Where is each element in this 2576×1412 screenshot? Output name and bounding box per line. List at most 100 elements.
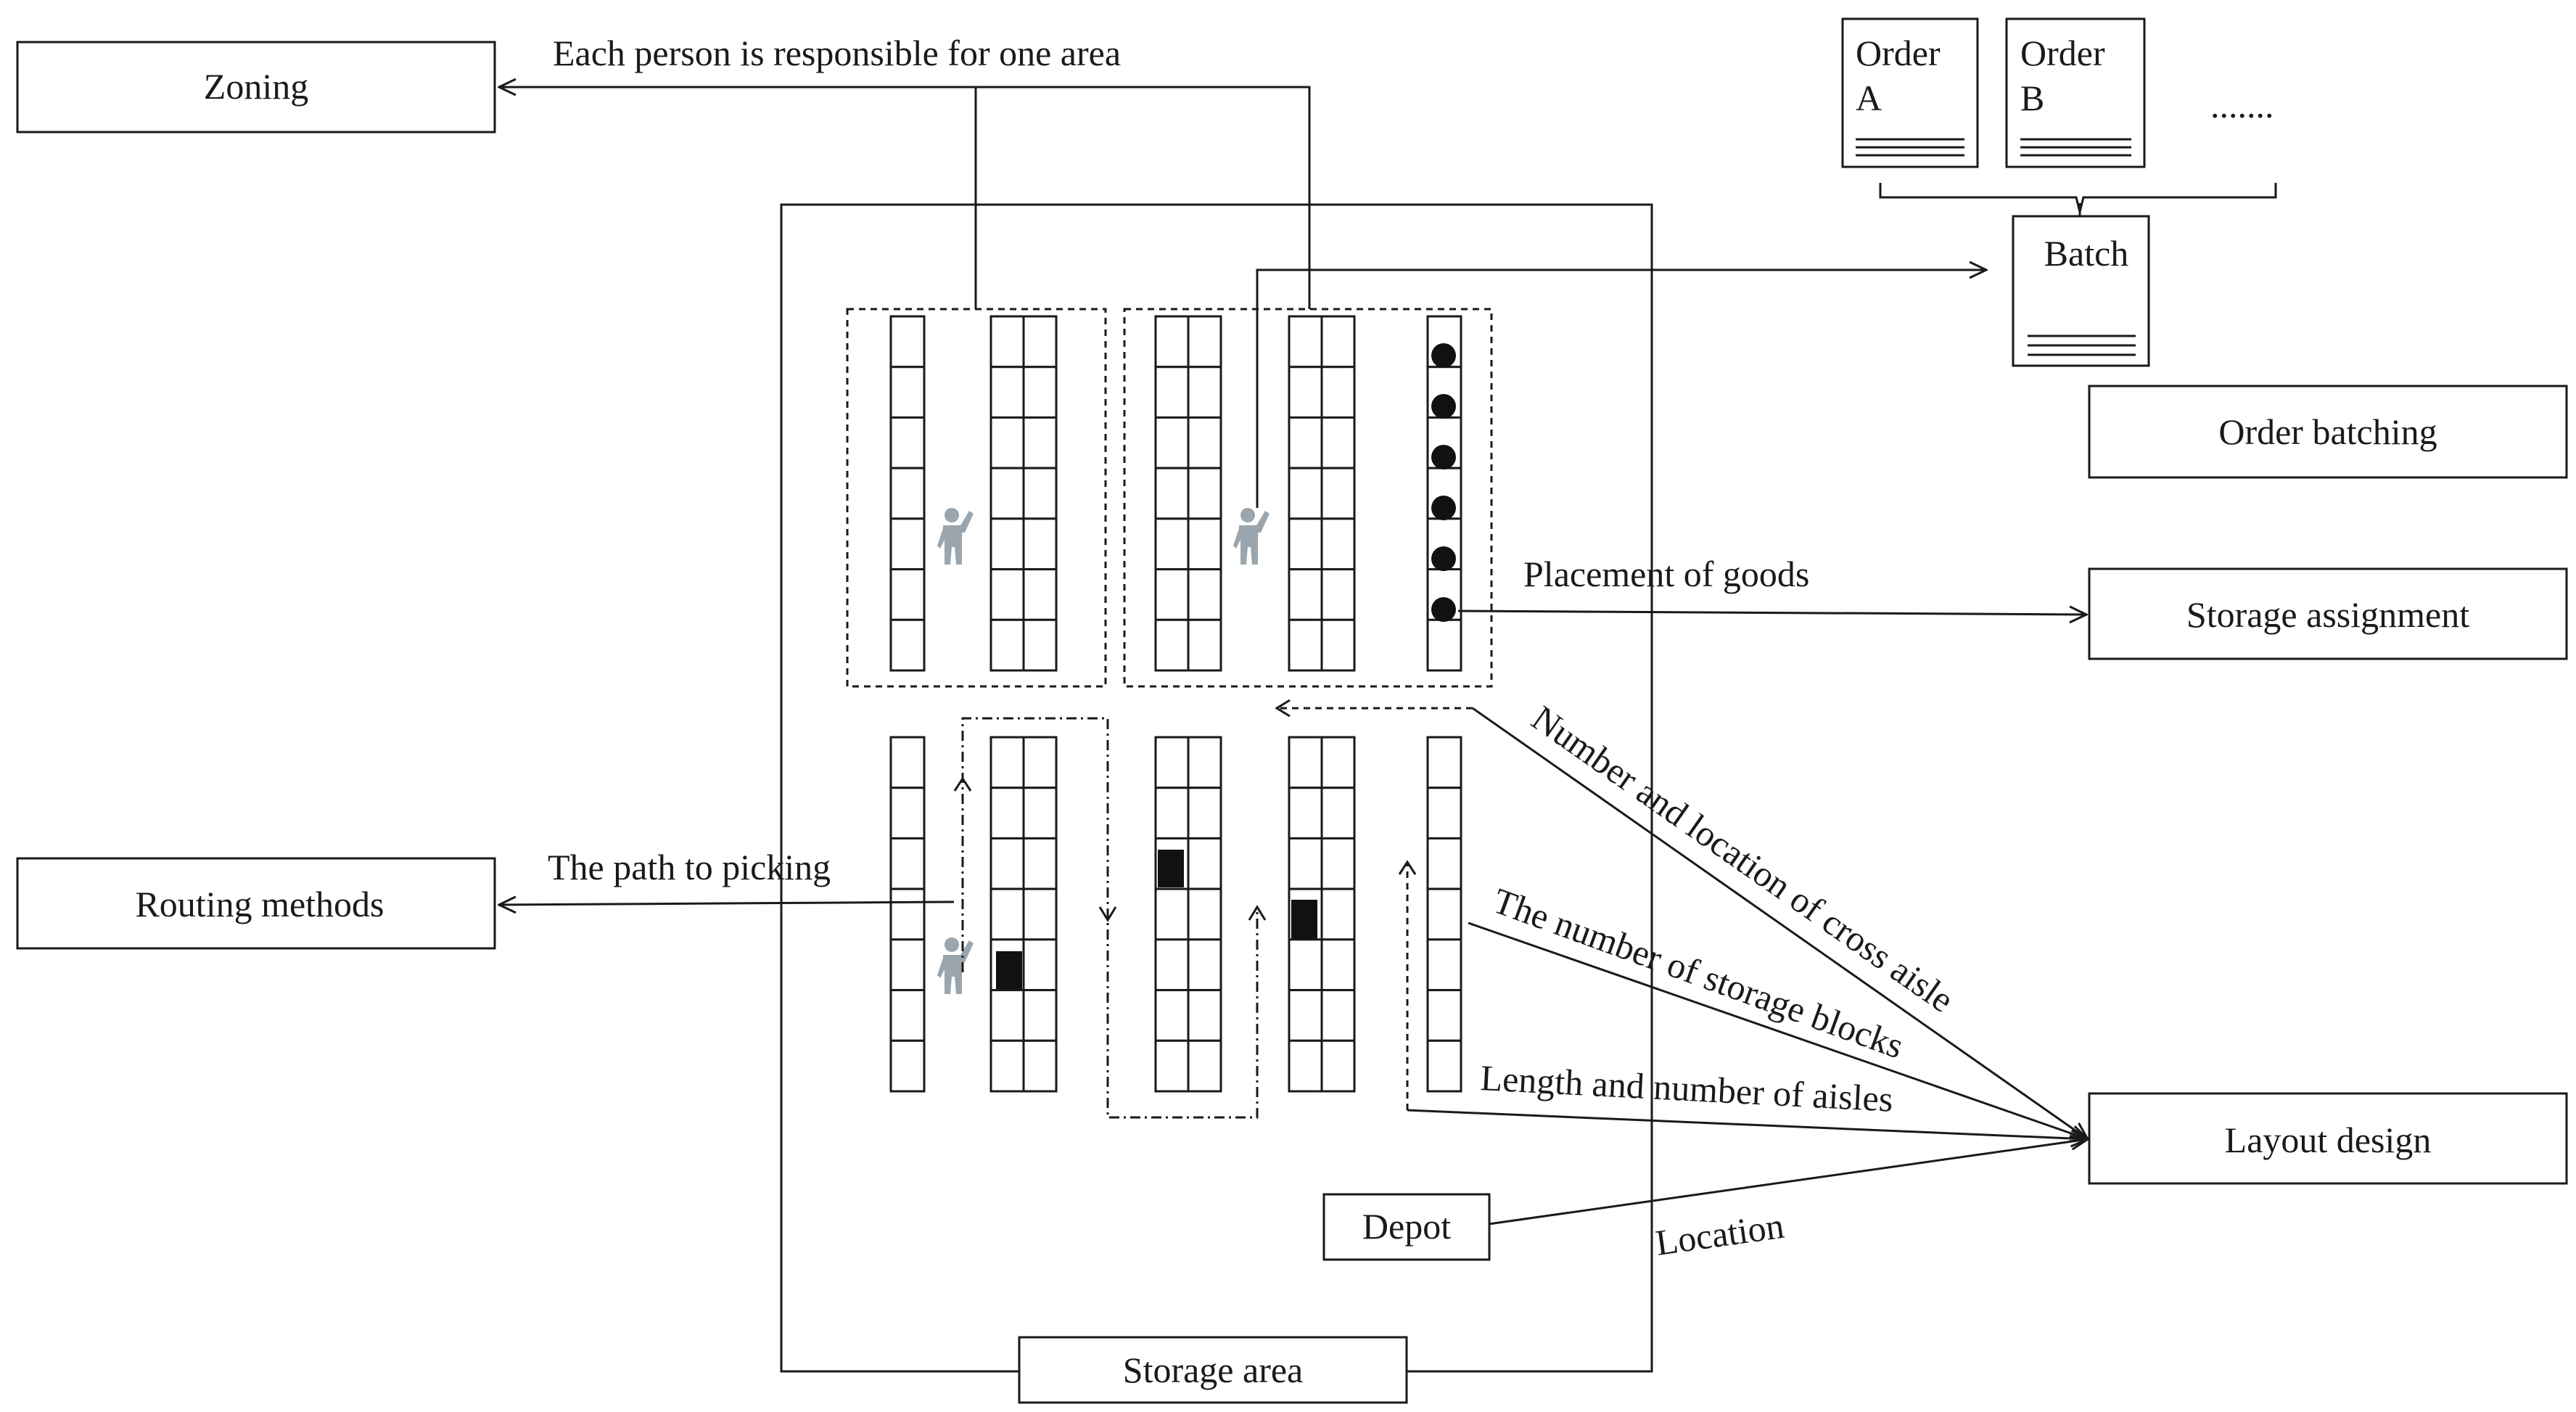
rack-slot — [989, 467, 1025, 520]
picker-person-icon — [1233, 508, 1270, 565]
rack-slot — [889, 787, 926, 840]
routing-methods-box: Routing methods — [16, 857, 496, 950]
rack-slot — [889, 989, 926, 1042]
zone-right-boundary — [1123, 308, 1493, 688]
rack-slot — [1154, 736, 1190, 789]
rack-slot — [989, 736, 1025, 789]
rack-slot — [1426, 837, 1462, 890]
rack-slot — [1426, 736, 1462, 789]
rack-slot — [889, 517, 926, 571]
order-a-label-line2: A — [1856, 78, 1882, 118]
rack-slot — [989, 1039, 1025, 1093]
aisles-annotation: Length and number of aisles — [1479, 1057, 1893, 1120]
rack-slot — [989, 568, 1025, 621]
rack-slot — [1288, 1039, 1323, 1093]
rack-slot — [889, 938, 926, 992]
rack-slot — [1154, 938, 1190, 992]
rack-slot — [1022, 315, 1058, 369]
rack-slot — [1426, 787, 1462, 840]
rack-slot — [1288, 366, 1323, 419]
rack-slot — [1187, 989, 1222, 1042]
rack-slot — [1320, 938, 1356, 992]
rack-slot — [1288, 736, 1323, 789]
routing-methods-label: Routing methods — [135, 884, 384, 924]
rack-slot — [1320, 1039, 1356, 1093]
rack-slot — [1022, 618, 1058, 672]
zoning-box: Zoning — [16, 41, 496, 134]
rack-slot — [1320, 787, 1356, 840]
rack-slot — [989, 837, 1025, 890]
rack-slot — [1320, 416, 1356, 469]
rack-slot — [1022, 568, 1058, 621]
rack-slot — [1288, 517, 1323, 571]
route-arrow-up-icon — [953, 776, 972, 792]
depot-label: Depot — [1362, 1206, 1451, 1247]
rack-slot — [989, 618, 1025, 672]
routing-path — [961, 717, 1259, 1119]
order-batching-box: Order batching — [2088, 385, 2568, 479]
storage-rack — [1288, 315, 1356, 672]
rack-slot — [889, 1039, 926, 1093]
cross-aisle-arrow — [1472, 707, 2088, 1139]
pick-location-square-icon — [1158, 850, 1184, 887]
rack-slot — [1154, 1039, 1190, 1093]
pick-location-square-icon — [996, 951, 1022, 989]
rack-slot — [1288, 416, 1323, 469]
storage-rack — [1154, 736, 1222, 1093]
layout-design-box: Layout design — [2088, 1092, 2568, 1185]
rack-slot — [1187, 568, 1222, 621]
order-b-document: Order B — [2005, 17, 2146, 168]
order-b-label-line1: Order — [2020, 33, 2105, 73]
pick-location-square-icon — [1291, 900, 1317, 939]
zone-left-boundary — [846, 308, 1107, 688]
zoning-annotation: Each person is responsible for one area — [553, 33, 1121, 73]
rack-slot — [889, 618, 926, 672]
rack-slot — [1154, 989, 1190, 1042]
rack-slot — [1187, 467, 1222, 520]
rack-slot — [1320, 517, 1356, 571]
rack-slot — [1288, 989, 1323, 1042]
placed-goods — [1431, 343, 1456, 622]
rack-slot — [1320, 837, 1356, 890]
rack-slot — [1288, 618, 1323, 672]
rack-slot — [1154, 366, 1190, 419]
routing-annotation: The path to picking — [548, 847, 831, 887]
orders-brace — [1879, 183, 2277, 213]
rack-slot — [1022, 887, 1058, 941]
rack-slot — [889, 837, 926, 890]
rack-slot — [1187, 1039, 1222, 1093]
storage-assignment-box: Storage assignment — [2088, 567, 2568, 660]
batch-label: Batch — [2044, 233, 2129, 274]
zoning-label: Zoning — [204, 66, 308, 107]
location-annotation: Location — [1653, 1205, 1787, 1263]
rack-slot — [989, 517, 1025, 571]
storage-rack — [1154, 315, 1222, 672]
rack-slot — [1288, 837, 1323, 890]
storage-rack — [889, 736, 926, 1093]
stored-goods-dot-icon — [1431, 445, 1456, 469]
rack-slot — [889, 366, 926, 419]
rack-slot — [1187, 618, 1222, 672]
storage-annotation: Placement of goods — [1523, 554, 1809, 594]
rack-slot — [1022, 787, 1058, 840]
layout-design-label: Layout design — [2225, 1120, 2432, 1160]
rack-slot — [1187, 736, 1222, 789]
storage-rack — [1426, 736, 1462, 1093]
rack-slot — [1187, 416, 1222, 469]
depot-location-arrow — [1488, 1139, 2088, 1226]
rack-slot — [1154, 887, 1190, 941]
rack-slot — [1154, 618, 1190, 672]
picker-person-icon — [937, 508, 974, 565]
rack-slot — [1187, 787, 1222, 840]
rack-slot — [1288, 467, 1323, 520]
batching-arrow — [1256, 270, 1986, 508]
rack-slot — [1426, 1039, 1462, 1093]
rack-slot — [1320, 618, 1356, 672]
rack-slot — [1187, 315, 1222, 369]
route-arrow-up-icon — [1248, 905, 1267, 921]
stored-goods-dot-icon — [1431, 546, 1456, 571]
rack-slot — [1320, 467, 1356, 520]
rack-slot — [1187, 837, 1222, 890]
storage-area-label: Storage area — [1123, 1350, 1303, 1390]
